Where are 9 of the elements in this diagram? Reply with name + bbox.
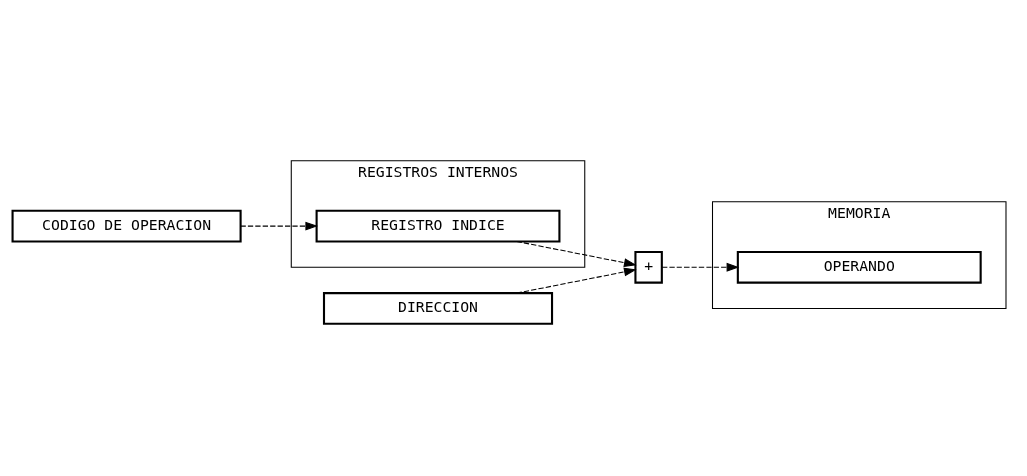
arrow — [516, 267, 637, 294]
node-box: DIRECCION — [322, 292, 554, 325]
node-box: + — [634, 250, 663, 284]
node-box: REGISTRO INDICE — [315, 209, 561, 243]
arrow — [240, 221, 319, 231]
arrow — [661, 262, 740, 272]
arrow — [516, 240, 637, 268]
node-box: OPERANDO — [736, 250, 982, 284]
node-box: CODIGO DE OPERACION — [11, 209, 242, 243]
